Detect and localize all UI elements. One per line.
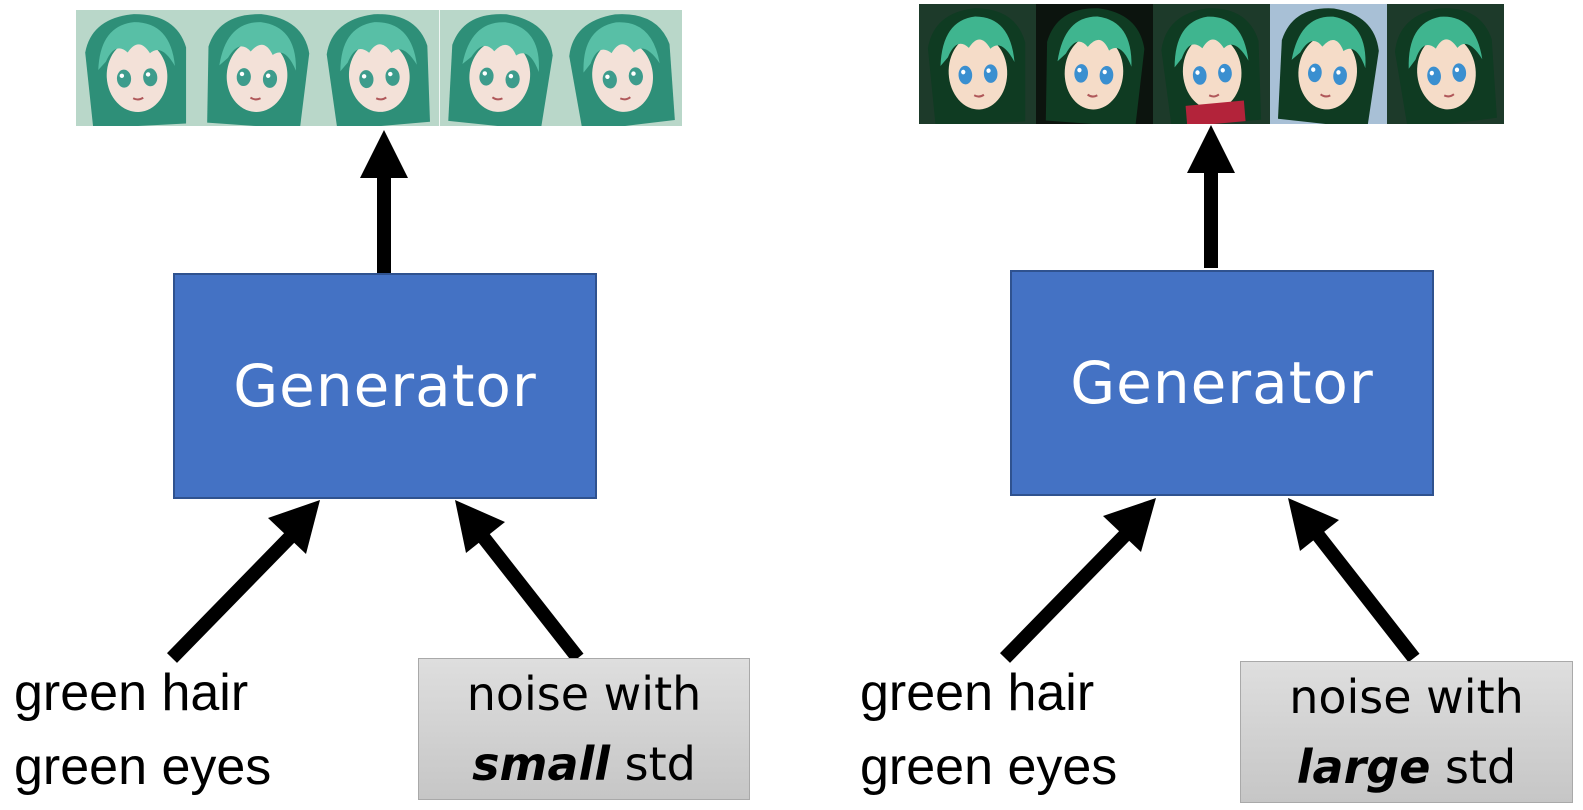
condition-eyes: green eyes (14, 738, 272, 796)
generated-face-image (919, 4, 1036, 124)
noise-arrow (1288, 498, 1420, 663)
noise-box: noise with small std (418, 658, 750, 800)
condition-text: green hair green eyes (860, 656, 1117, 804)
condition-arrow (999, 498, 1156, 663)
condition-eyes: green eyes (860, 738, 1118, 796)
generated-face-image (1387, 4, 1504, 124)
generated-face-image (1036, 4, 1153, 124)
condition-hair: green hair (860, 664, 1095, 722)
condition-arrow (166, 500, 320, 663)
generated-face-image (197, 10, 319, 126)
panel-large-std: Generator green hair green eyes noise wi… (790, 0, 1583, 810)
generated-images-large-std (919, 4, 1504, 124)
generated-face-image (1270, 4, 1387, 124)
arrows-large-std (999, 125, 1420, 663)
noise-line-1: noise with (466, 667, 702, 721)
noise-line-2: small std (419, 729, 749, 799)
noise-std-suffix: std (1430, 740, 1517, 794)
generator-box: Generator (1010, 270, 1434, 496)
noise-line-2: large std (1241, 732, 1572, 802)
generated-face-image (560, 10, 682, 126)
generator-label: Generator (233, 352, 537, 420)
condition-text: green hair green eyes (14, 656, 271, 804)
generator-box: Generator (173, 273, 597, 499)
condition-hair: green hair (14, 664, 249, 722)
output-arrow (1187, 125, 1235, 268)
generated-face-image (76, 10, 198, 126)
generated-face-image (439, 10, 561, 126)
noise-std-emphasis: small (472, 737, 611, 791)
generator-label: Generator (1070, 349, 1374, 417)
noise-std-emphasis: large (1296, 740, 1431, 794)
generated-images-small-std (76, 10, 682, 126)
generated-face-image (1153, 4, 1270, 124)
arrows-small-std (166, 130, 584, 663)
noise-arrow (455, 500, 584, 663)
generated-face-image (318, 10, 440, 126)
noise-line-1: noise with (1289, 670, 1524, 724)
panel-small-std: Generator green hair green eyes noise wi… (0, 0, 790, 810)
noise-std-suffix: std (610, 737, 696, 791)
noise-box: noise with large std (1240, 661, 1573, 803)
output-arrow (360, 130, 408, 273)
